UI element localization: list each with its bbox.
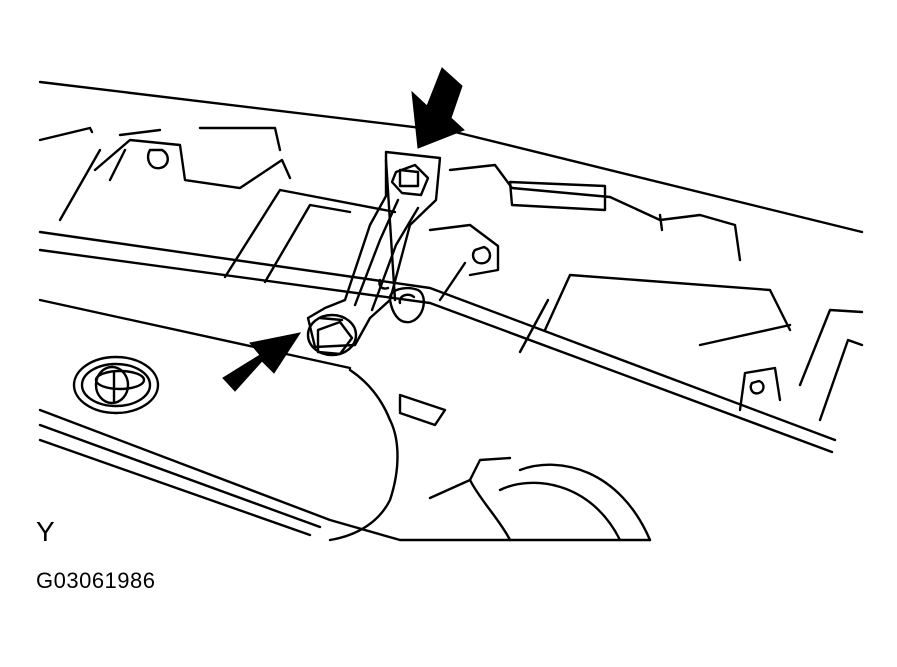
cowl-panel xyxy=(38,80,864,454)
figure-code: G03061986 xyxy=(36,568,156,593)
brace-bracket xyxy=(306,150,442,349)
bolt-lower xyxy=(306,313,358,357)
engine-cover xyxy=(38,298,652,542)
toyota-logo-icon xyxy=(72,355,160,415)
bolt-upper xyxy=(390,163,430,197)
view-label: Y xyxy=(36,516,55,547)
arrow-icon xyxy=(222,332,302,392)
arrow-icon xyxy=(411,67,465,149)
